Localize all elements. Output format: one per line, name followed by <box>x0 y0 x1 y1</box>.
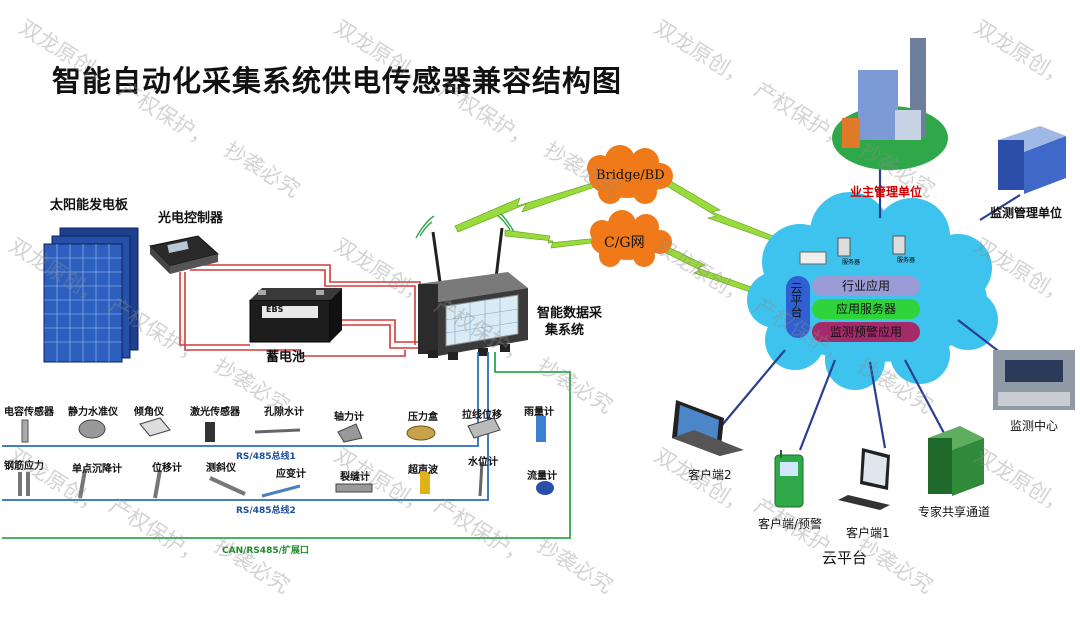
sensor-label: 测斜仪 <box>206 463 236 474</box>
layer-industry: 行业应用 <box>812 276 920 296</box>
power-wires <box>179 264 425 357</box>
desktop <box>838 448 890 510</box>
phone <box>774 450 804 508</box>
cg-cloud <box>590 210 672 267</box>
sensor-label: 应变计 <box>276 469 306 480</box>
sensor-label: 轴力计 <box>334 412 364 423</box>
monitor-center-photo <box>993 350 1075 410</box>
battery-label: 蓄电池 <box>266 350 306 365</box>
monitor-unit-label: 监测管理单位 <box>990 206 1063 220</box>
cloud-side-bar: 云平台 <box>786 276 810 338</box>
sensor-label: 激光传感器 <box>190 407 240 418</box>
sensor-label: 压力盒 <box>408 412 438 423</box>
sensor-label: 流量计 <box>527 471 557 482</box>
sensor-label: 拉线位移 <box>462 410 502 421</box>
cloud-caption: 云平台 <box>822 549 868 567</box>
acquisition-device <box>415 209 528 360</box>
bus2-label: RS/485总线2 <box>236 506 296 516</box>
sensor-label: 孔隙水计 <box>264 407 304 418</box>
owner-label: 业主管理单位 <box>850 185 923 199</box>
sensor-icons-row2 <box>18 461 554 499</box>
server-label-2: 服务器 <box>897 257 916 264</box>
cloud-servers <box>799 235 906 265</box>
client2-label: 客户端2 <box>688 468 732 482</box>
bridge-label: Bridge/BD <box>596 168 665 183</box>
acquisition-label-2: 集系统 <box>545 323 585 338</box>
client1-label: 客户端1 <box>846 526 890 540</box>
sensor-label: 电容传感器 <box>4 407 54 418</box>
expert-building <box>928 426 984 496</box>
acquisition-label-1: 智能数据采 <box>537 306 603 321</box>
solar-panel <box>43 227 139 363</box>
sensor-icons-row1 <box>21 416 546 443</box>
laptop <box>672 400 744 456</box>
sensor-label: 钢筋应力 <box>4 461 44 472</box>
sensor-label: 水位计 <box>468 457 498 468</box>
cloud-links <box>717 162 1021 451</box>
sensor-label: 位移计 <box>152 463 182 474</box>
sensor-label: 单点沉降计 <box>72 464 122 475</box>
layer-alert-app: 监测预警应用 <box>812 322 920 342</box>
sensor-label: 超声波 <box>408 465 438 476</box>
bus3-label: CAN/RS485/扩展口 <box>222 546 309 556</box>
bus1-label: RS/485总线1 <box>236 452 296 462</box>
sensor-label: 裂缝计 <box>340 472 370 483</box>
expert-label: 专家共享通道 <box>918 505 991 519</box>
page-title: 智能自动化采集系统供电传感器兼容结构图 <box>52 64 623 98</box>
layer-app-server: 应用服务器 <box>812 299 920 319</box>
controller-label: 光电控制器 <box>158 211 224 226</box>
cg-label: C/G网 <box>604 235 645 251</box>
sensor-label: 静力水准仪 <box>68 407 118 418</box>
server-label-1: 服务器 <box>842 259 861 266</box>
sensor-label: 雨量计 <box>524 407 554 418</box>
solar-panel-label: 太阳能发电板 <box>50 198 129 213</box>
client-alert-label: 客户端/预警 <box>758 517 823 531</box>
bridge-cloud <box>587 145 673 204</box>
monitor-center-label: 监测中心 <box>1010 419 1059 433</box>
sensor-label: 倾角仪 <box>134 407 164 418</box>
battery <box>249 288 342 343</box>
solar-controller <box>148 235 220 274</box>
battery-brand: EBS <box>266 305 284 314</box>
cloud-side-label: 云平台 <box>789 282 803 318</box>
monitor-building <box>998 126 1066 194</box>
bus-lines <box>2 352 571 539</box>
owner-buildings <box>832 38 948 170</box>
